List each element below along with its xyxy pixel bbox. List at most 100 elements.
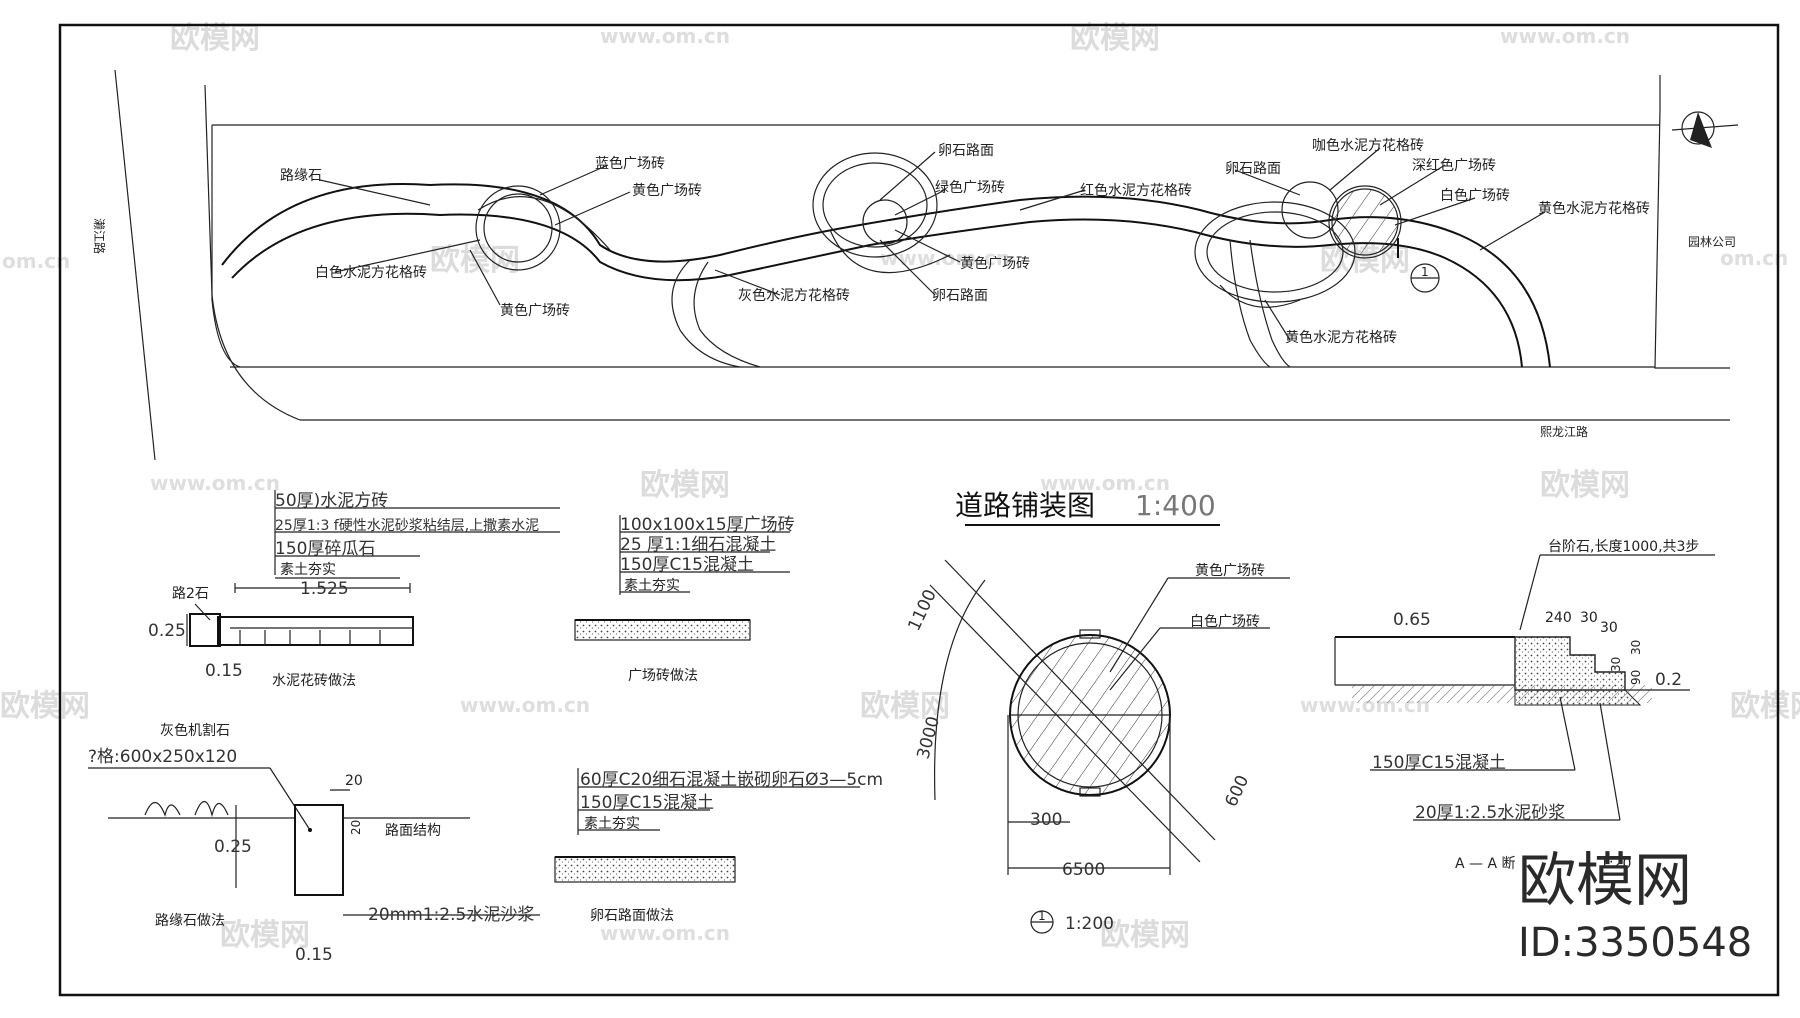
cement-grid-detail: 50厚)水泥方砖 25厚1:3 f硬性水泥砂浆粘结层,上撒素水泥 150厚碎瓜石…	[148, 490, 560, 689]
road-structure-label: 路面结构	[385, 823, 441, 839]
red-cement-grid-label: 红色水泥方花格砖	[1080, 182, 1192, 199]
section-mark: 1	[1421, 265, 1429, 279]
detail-scale: 1:200	[1065, 914, 1114, 934]
watermark: 欧模网	[430, 243, 520, 278]
yellow-cement-grid-label: 黄色水泥方花格砖	[1285, 329, 1397, 346]
white-cement-grid-label: 白色水泥方花格砖	[315, 264, 427, 281]
watermark-url: www.om.cn	[600, 921, 730, 945]
pebble-label: 卵石路面	[938, 143, 994, 159]
dim-base: 0.15	[205, 661, 243, 681]
blue-tile-label: 蓝色广场砖	[595, 155, 665, 172]
dim-20: 20	[349, 820, 363, 835]
section-caption: A — A 断	[1455, 856, 1516, 872]
watermark-url: www.om.cn	[600, 24, 730, 48]
brand-id: ID:3350548	[1518, 920, 1752, 966]
white-tile-label: 白色广场砖	[1190, 613, 1260, 630]
white-tile-label: 白色广场砖	[1440, 187, 1510, 204]
brown-cement-grid-label: 咖色水泥方花格砖	[1312, 137, 1424, 154]
watermark-url: www.om.cn	[150, 471, 280, 495]
layer-text: 100x100x15厚广场砖	[620, 515, 795, 535]
spec-label: ?格:600x250x120	[88, 747, 237, 767]
layer-text: 150厚C15混凝土	[1372, 753, 1506, 773]
watermark: 欧模网	[640, 468, 730, 503]
page-scale: 1:400	[1135, 489, 1216, 522]
dim-30: 30	[1600, 620, 1618, 636]
watermark: 欧模网	[1730, 689, 1800, 724]
dim-30: 30	[1580, 610, 1598, 626]
dark-red-tile-label: 深红色广场砖	[1412, 157, 1496, 174]
detail-caption: 广场砖做法	[628, 668, 698, 684]
yellow-cement-grid-label: 黄色水泥方花格砖	[1538, 200, 1650, 217]
circle-detail: 6500 300 3000 1100 600 黄色广场砖 白色广场砖 1 1:2…	[904, 559, 1290, 934]
watermark: 欧模网	[170, 21, 260, 56]
dim-20: 20	[345, 773, 363, 789]
dim-90: 90	[1629, 670, 1643, 685]
dim-width: 1.525	[300, 579, 349, 599]
dim-30: 30	[1629, 640, 1643, 655]
dim-600: 600	[1221, 772, 1253, 810]
section-detail: 台阶石,长度1000,共3步 0.65 240 30 30 30 30 90 0…	[1334, 539, 1715, 872]
green-tile-label: 绿色广场砖	[935, 179, 1005, 196]
site-plan: 1 濑江路 路缘石	[92, 69, 1739, 461]
watermark: 欧模网	[860, 689, 950, 724]
layer-text: 素土夯实	[584, 816, 640, 832]
dim-30: 30	[1609, 657, 1623, 672]
square-tile-detail: 100x100x15厚广场砖 25 厚1:1细石混凝土 150厚C15混凝土 素…	[574, 515, 795, 684]
yellow-tile-label: 黄色广场砖	[632, 182, 702, 199]
yellow-tile-label: 黄色广场砖	[960, 255, 1030, 272]
brand-name: 欧模网	[1518, 846, 1692, 914]
page-title: 道路铺装图	[955, 489, 1095, 522]
pebble-label: 卵石路面	[1225, 161, 1281, 177]
brand-block: 欧模网 ID:3350548	[1518, 846, 1752, 966]
detail-marker: 1	[1038, 909, 1046, 923]
layer-text: 素土夯实	[624, 578, 680, 594]
watermark: 欧模网	[0, 689, 90, 724]
yellow-tile-label: 黄色广场砖	[500, 302, 570, 319]
pebble-detail: 60厚C20细石混凝土嵌砌卵石Ø3—5cm 150厚C15混凝土 素土夯实 卵石…	[554, 768, 883, 924]
dim-1100: 1100	[904, 586, 940, 634]
drawing-title-block: 道路铺装图 1:400	[955, 489, 1220, 526]
watermark-url: www.om.cn	[1040, 471, 1170, 495]
watermark-layer: 欧模网 www.om.cn 欧模网 www.om.cn om.cn 欧模网 ww…	[0, 21, 1800, 953]
layer-text: 150厚C15混凝土	[620, 555, 754, 575]
watermark: 欧模网	[1540, 468, 1630, 503]
dim-015: 0.15	[295, 945, 333, 965]
yellow-tile-label: 黄色广场砖	[1195, 562, 1265, 579]
pebble-label: 卵石路面	[932, 288, 988, 304]
curb-label: 路2石	[172, 586, 209, 602]
layer-text: 素土夯实	[280, 562, 336, 578]
layer-text: 25 厚1:1细石混凝土	[620, 535, 776, 555]
layer-text: 25厚1:3 f硬性水泥砂浆粘结层,上撒素水泥	[275, 518, 539, 534]
dim-02: 0.2	[1655, 670, 1682, 690]
stone-label: 灰色机割石	[160, 722, 230, 739]
north-arrow-icon	[1671, 111, 1739, 148]
road-bottom-label: 熙龙江路	[1540, 424, 1588, 439]
mortar-label: 20mm1:2.5水泥沙浆	[368, 905, 534, 925]
layer-text: 60厚C20细石混凝土嵌砌卵石Ø3—5cm	[580, 770, 883, 790]
garden-company-label: 园林公司	[1688, 235, 1736, 249]
dim-300: 300	[1030, 810, 1062, 830]
watermark-url: www.om.cn	[460, 693, 590, 717]
grass-icon	[144, 800, 229, 818]
drawing-frame	[58, 23, 1780, 997]
layer-text: 50厚)水泥方砖	[275, 491, 388, 511]
dim-065: 0.65	[1393, 610, 1431, 630]
detail-caption: 路缘石做法	[155, 913, 225, 929]
detail-caption: 卵石路面做法	[590, 908, 674, 924]
layer-text: 150厚C15混凝土	[580, 793, 714, 813]
step-label: 台阶石,长度1000,共3步	[1548, 539, 1699, 555]
watermark: 欧模网	[220, 918, 310, 953]
curb-detail: 灰色机割石 ?格:600x250x120 路面结构 20 20 0.25 20m…	[88, 722, 540, 965]
watermark: 欧模网	[1070, 21, 1160, 56]
dim-height: 0.25	[148, 621, 186, 641]
road-left-label: 濑江路	[92, 218, 107, 254]
layer-text: 150厚碎瓜石	[275, 539, 375, 559]
watermark: 欧模网	[1100, 918, 1190, 953]
dim-240: 240	[1545, 610, 1572, 626]
curb-label: 路缘石	[280, 168, 322, 184]
grey-cement-grid-label: 灰色水泥方花格砖	[738, 287, 850, 304]
watermark-url: www.om.cn	[1500, 24, 1630, 48]
detail-caption: 水泥花砖做法	[272, 673, 356, 689]
dim-6500: 6500	[1062, 860, 1105, 880]
